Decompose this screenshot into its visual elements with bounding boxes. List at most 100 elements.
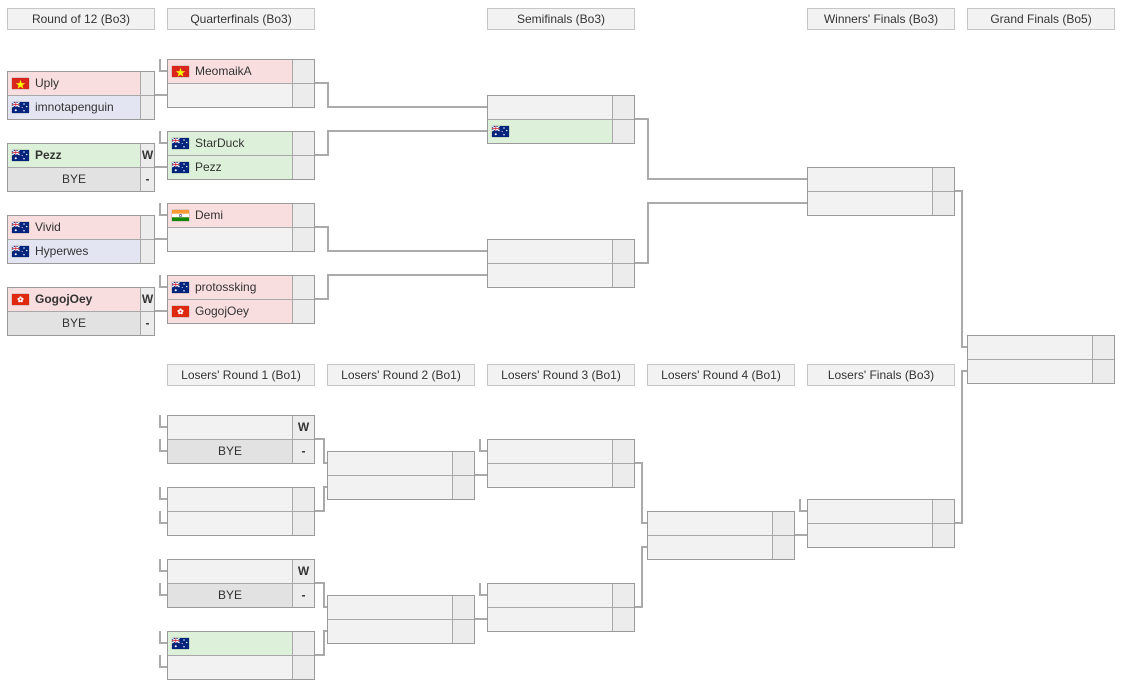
empty-row [488, 584, 634, 607]
score-cell [292, 488, 314, 511]
connector [315, 582, 325, 584]
flag-australia [12, 222, 29, 233]
connector [315, 654, 325, 656]
empty-row [168, 488, 314, 511]
score-cell [452, 476, 474, 499]
connector [323, 486, 325, 512]
match-qf-2: StarDuck Pezz [167, 131, 315, 180]
bye-row: BYE - [8, 311, 154, 335]
score-cell: - [140, 312, 154, 335]
round-header-grand-finals: Grand Finals (Bo5) [967, 8, 1115, 30]
connector [315, 438, 325, 440]
score-cell [292, 132, 314, 155]
flag-australia [172, 282, 189, 293]
match-qf-3: Demi [167, 203, 315, 252]
seed-stub [159, 415, 167, 428]
flag-australia [172, 138, 189, 149]
connector [327, 130, 487, 132]
score-cell [932, 524, 954, 547]
match-lr4 [647, 511, 795, 560]
flag-vietnam [172, 66, 189, 77]
connector [323, 606, 327, 608]
connector [327, 82, 329, 108]
player-row[interactable] [488, 119, 634, 143]
score-cell [292, 60, 314, 83]
connector [961, 370, 967, 372]
match-grand-finals [967, 335, 1115, 384]
player-row[interactable]: Pezz W [8, 144, 154, 167]
flag-vietnam [12, 78, 29, 89]
score-cell [292, 300, 314, 323]
empty-row [488, 263, 634, 287]
connector [155, 238, 167, 240]
score-cell [772, 536, 794, 559]
score-cell [612, 584, 634, 607]
score-cell [292, 276, 314, 299]
connector [323, 438, 325, 464]
bye-label: BYE [61, 316, 86, 330]
empty-row [648, 535, 794, 559]
bye-row: BYE - [168, 439, 314, 463]
flag-hongkong [12, 294, 29, 305]
seed-stub [799, 499, 807, 512]
score-cell [1092, 360, 1114, 383]
seed-stub [159, 559, 167, 572]
score-cell [292, 84, 314, 107]
score-cell [452, 452, 474, 475]
player-row[interactable]: Uply [8, 72, 154, 95]
connector [155, 310, 167, 312]
player-row[interactable]: Hyperwes [8, 239, 154, 263]
player-row[interactable] [168, 632, 314, 655]
flag-hongkong [172, 306, 189, 317]
player-row[interactable]: StarDuck [168, 132, 314, 155]
connector [327, 226, 329, 252]
match-lr3-1 [487, 439, 635, 488]
player-row[interactable]: imnotapenguin [8, 95, 154, 119]
connector [635, 462, 643, 464]
connector [961, 190, 963, 348]
connector [327, 250, 487, 252]
empty-row [808, 168, 954, 191]
score-cell [612, 120, 634, 143]
connector [955, 522, 963, 524]
connector [315, 82, 329, 84]
connector [315, 226, 329, 228]
match-lr1-1: W BYE - [167, 415, 315, 464]
connector [315, 298, 329, 300]
player-row[interactable]: Pezz [168, 155, 314, 179]
round-header-losers-round-4: Losers' Round 4 (Bo1) [647, 364, 795, 386]
seed-stub [159, 439, 167, 452]
connector [961, 346, 967, 348]
empty-row [168, 511, 314, 535]
match-qf-4: protossking GogojOey [167, 275, 315, 324]
empty-row [328, 475, 474, 499]
connector [155, 94, 167, 96]
round-header-semifinals: Semifinals (Bo3) [487, 8, 635, 30]
connector [647, 178, 807, 180]
empty-row [488, 96, 634, 119]
bye-label: BYE [217, 588, 242, 602]
player-name: Uply [35, 76, 60, 90]
empty-row [488, 440, 634, 463]
player-name: Hyperwes [35, 244, 89, 258]
player-row[interactable]: MeomaikA [168, 60, 314, 83]
score-cell: - [292, 584, 314, 607]
player-row[interactable]: protossking [168, 276, 314, 299]
round-header-losers-round-1: Losers' Round 1 (Bo1) [167, 364, 315, 386]
empty-row: W [168, 560, 314, 583]
player-row[interactable]: GogojOey W [8, 288, 154, 311]
player-row[interactable]: Vivid [8, 216, 154, 239]
score-cell [612, 96, 634, 119]
match-losers-finals [807, 499, 955, 548]
player-row[interactable]: Demi [168, 204, 314, 227]
connector [647, 202, 649, 264]
empty-row [648, 512, 794, 535]
connector [955, 190, 963, 192]
match-r12-1: Uply imnotapenguin [7, 71, 155, 120]
empty-row [328, 596, 474, 619]
player-name: imnotapenguin [35, 100, 114, 114]
connector [641, 546, 643, 608]
player-row[interactable]: GogojOey [168, 299, 314, 323]
score-cell [292, 632, 314, 655]
connector [641, 522, 647, 524]
